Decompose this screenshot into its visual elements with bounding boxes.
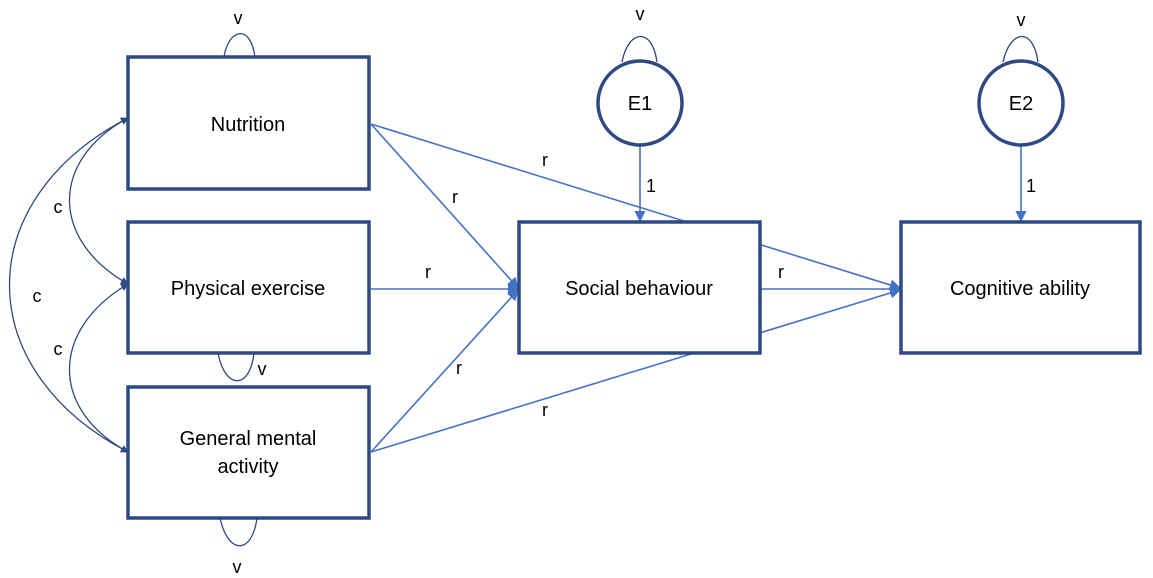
regression-label-exercise-social: r [425,262,431,282]
box-general-mental-activity [126,385,371,520]
regression-label-mental-cognitive: r [542,400,548,420]
covariance-label-exercise-mental: c [54,339,63,359]
box-nutrition [126,55,371,191]
covariance-label-nutrition-mental: c [33,286,42,306]
path-mental-to-social [370,289,519,453]
regression-label-social-cognitive: r [778,262,784,282]
circle-e2 [977,59,1065,147]
label-general-mental-activity-line2: activity [217,456,278,478]
variance-loop-e1 [621,35,658,63]
label-cognitive-ability: Cognitive ability [950,278,1090,300]
variance-label-e1: v [636,4,645,24]
covariance-nutrition-mental [9,117,129,453]
box-social-behaviour [517,220,762,355]
path-nutrition-to-cognitive [370,123,902,291]
label-nutrition: Nutrition [211,114,285,136]
label-e1: E1 [628,93,652,115]
label-general-mental-activity-line1: General mental [180,428,317,450]
loading-label-e2: 1 [1026,176,1036,196]
box-cognitive-ability [899,220,1142,355]
path-nutrition-to-social [370,123,519,289]
variance-label-nutrition: v [234,8,243,28]
regression-label-nutrition-cognitive: r [542,150,548,170]
variance-loop-mental [219,517,258,547]
variance-loop-nutrition [223,33,256,58]
variance-label-mental: v [233,557,242,577]
covariance-nutrition-exercise [69,117,129,285]
regression-label-mental-social: r [456,358,462,378]
variance-label-e2: v [1017,10,1026,30]
label-social-behaviour: Social behaviour [565,278,713,300]
loading-label-e1: 1 [646,176,656,196]
path-mental-to-cognitive [370,287,902,453]
variance-loop-e2 [1002,35,1039,63]
label-e2: E2 [1009,93,1033,115]
covariance-label-nutrition-exercise: c [54,197,63,217]
variance-loop-exercise [217,352,255,382]
variance-label-exercise: v [258,359,267,379]
covariance-exercise-mental [69,283,129,453]
circle-e1 [596,59,684,147]
box-physical-exercise [126,220,371,355]
regression-label-nutrition-social: r [452,187,458,207]
label-physical-exercise: Physical exercise [171,278,326,300]
